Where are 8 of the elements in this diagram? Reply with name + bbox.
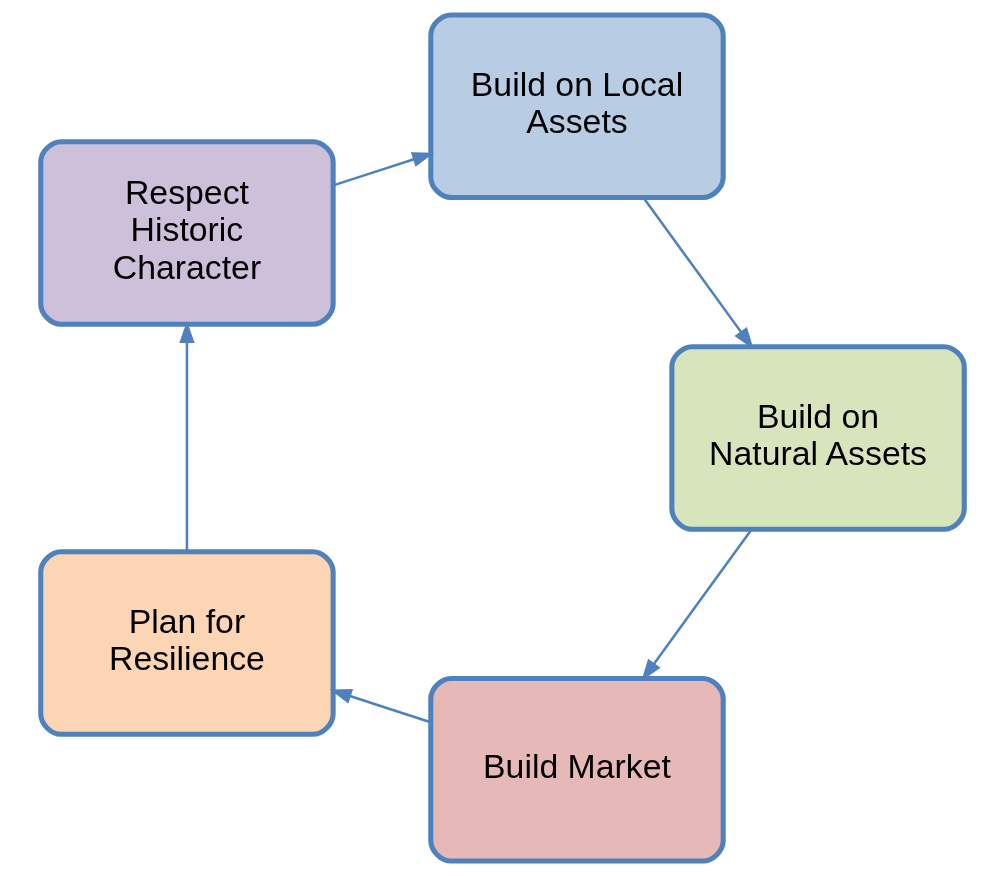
node-box: Build on Natural Assets — [669, 344, 967, 532]
node-box: Plan for Resilience — [38, 549, 336, 737]
node-box: Respect Historic Character — [38, 139, 336, 327]
node-box: Build on Local Assets — [428, 12, 726, 200]
arrow — [179, 321, 195, 552]
arrow — [329, 688, 432, 724]
arrow — [332, 152, 435, 187]
node-box: Build Market — [428, 676, 726, 864]
